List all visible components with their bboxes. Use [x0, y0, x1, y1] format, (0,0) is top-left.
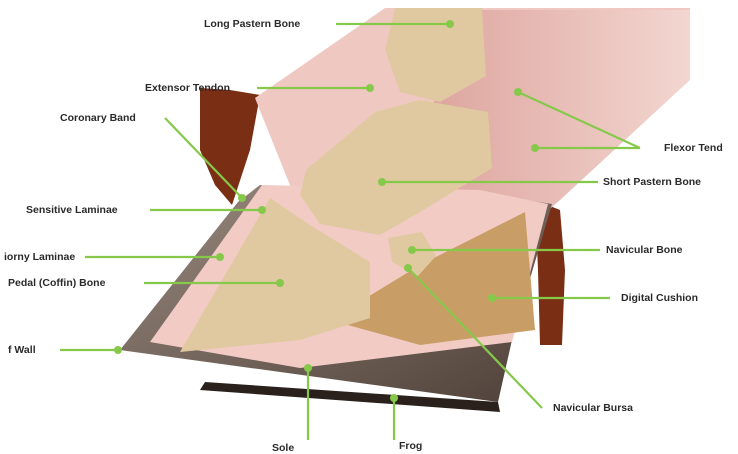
- label-flexor-tendon: Flexor Tend: [664, 142, 723, 154]
- label-short-pastern-bone: Short Pastern Bone: [603, 176, 701, 188]
- label-long-pastern-bone: Long Pastern Bone: [204, 18, 300, 30]
- front-hair-tuft: [200, 88, 260, 205]
- label-horny-laminae: iorny Laminae: [4, 251, 75, 263]
- label-extensor-tendon: Extensor Tendon: [145, 82, 230, 94]
- label-navicular-bursa: Navicular Bursa: [553, 402, 633, 414]
- label-sensitive-laminae: Sensitive Laminae: [26, 204, 118, 216]
- label-coronary-band: Coronary Band: [60, 112, 136, 124]
- label-navicular-bone: Navicular Bone: [606, 244, 682, 256]
- label-frog: Frog: [399, 440, 422, 452]
- label-pedal-bone: Pedal (Coffin) Bone: [8, 277, 105, 289]
- label-hoof-wall: f Wall: [8, 344, 36, 356]
- label-digital-cushion: Digital Cushion: [621, 292, 698, 304]
- label-sole: Sole: [272, 442, 294, 454]
